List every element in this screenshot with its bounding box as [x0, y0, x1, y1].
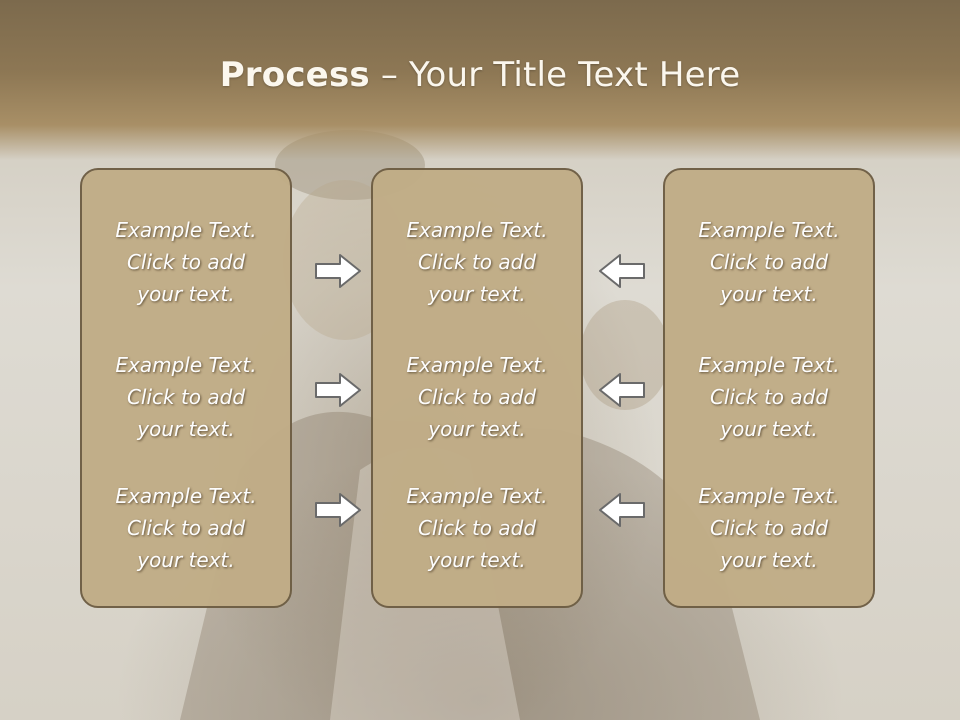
title-band [0, 0, 960, 160]
text-placeholder[interactable]: Example Text. Click to add your text. [698, 218, 840, 306]
process-box-center[interactable]: Example Text. Click to add your text. Ex… [371, 168, 583, 608]
process-box-right[interactable]: Example Text. Click to add your text. Ex… [663, 168, 875, 608]
arrow-left-icon [599, 254, 645, 288]
text-placeholder[interactable]: Example Text. Click to add your text. [115, 353, 257, 441]
text-placeholder[interactable]: Example Text. Click to add your text. [115, 218, 257, 306]
arrow-right-icon [315, 373, 361, 407]
arrow-left-icon [599, 373, 645, 407]
text-placeholder[interactable]: Example Text. Click to add your text. [698, 484, 840, 572]
title-bold: Process [219, 55, 370, 95]
arrow-right-icon [315, 493, 361, 527]
process-box-left[interactable]: Example Text. Click to add your text. Ex… [80, 168, 292, 608]
title-rest: – Your Title Text Here [369, 55, 741, 95]
text-placeholder[interactable]: Example Text. Click to add your text. [698, 353, 840, 441]
text-placeholder[interactable]: Example Text. Click to add your text. [406, 353, 548, 441]
text-placeholder[interactable]: Example Text. Click to add your text. [406, 218, 548, 306]
arrow-left-icon [599, 493, 645, 527]
slide-title[interactable]: Process – Your Title Text Here [0, 54, 960, 96]
figure-fist [580, 300, 670, 410]
text-placeholder[interactable]: Example Text. Click to add your text. [115, 484, 257, 572]
arrow-right-icon [315, 254, 361, 288]
text-placeholder[interactable]: Example Text. Click to add your text. [406, 484, 548, 572]
